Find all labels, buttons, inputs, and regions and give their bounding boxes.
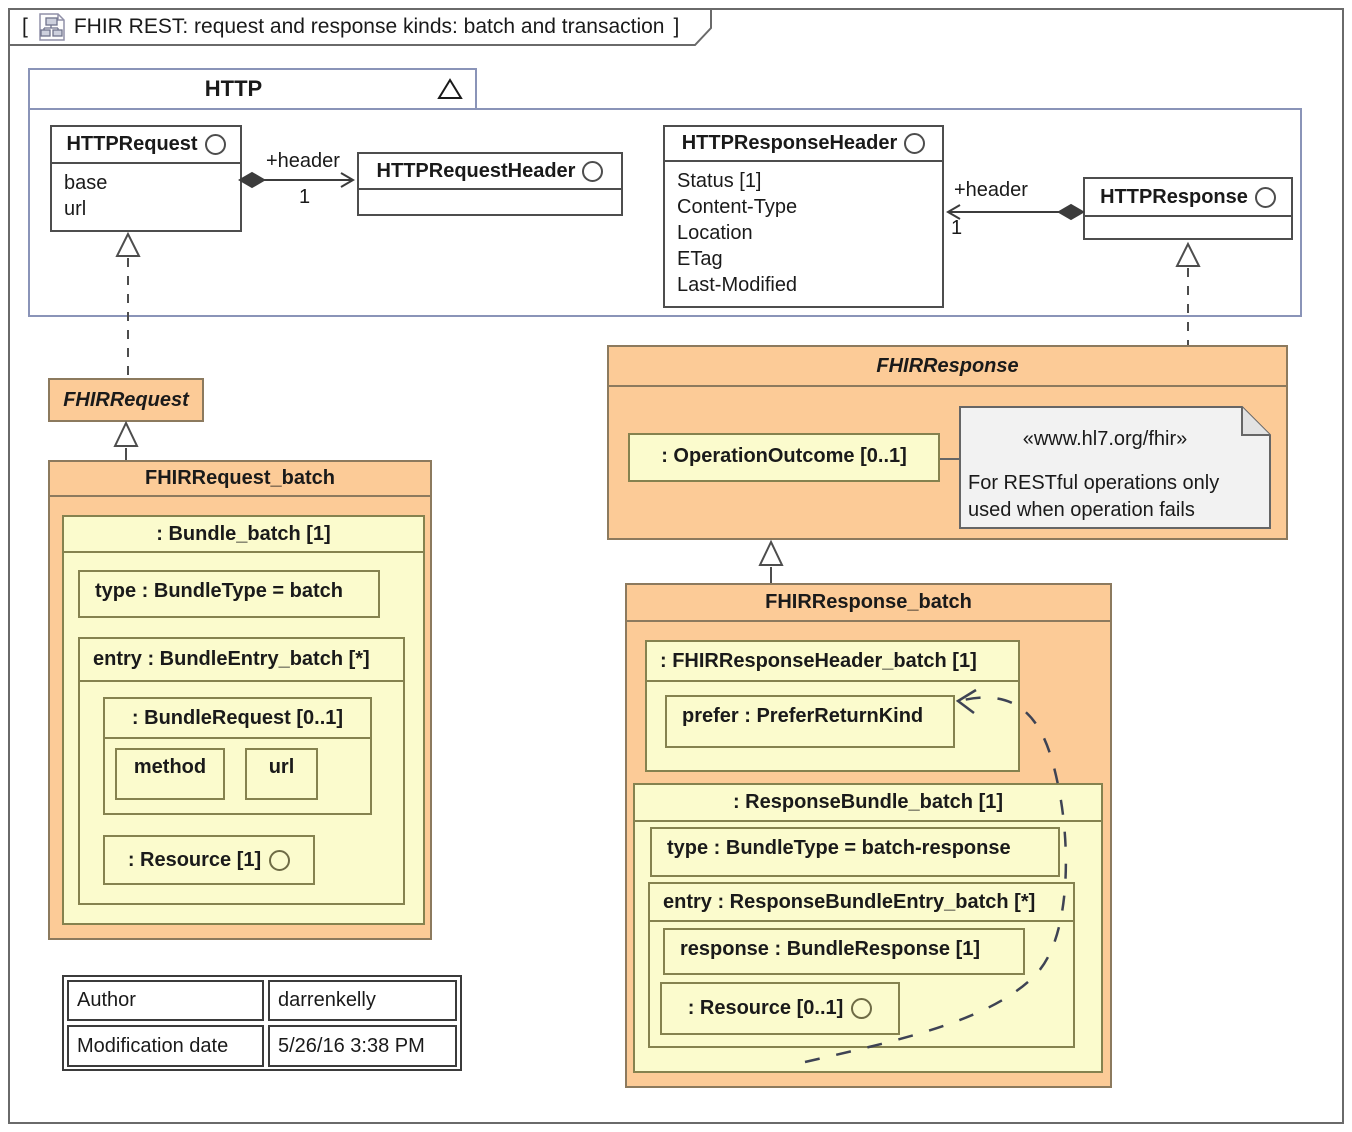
- class-httpresponseheader-attributes: Status [1] Content-Type Location ETag La…: [665, 162, 942, 298]
- part-responsebundle-type: type : BundleType = batch-response: [650, 827, 1060, 877]
- diagram-title: [ FHIR REST: request and response kinds:…: [22, 13, 679, 41]
- part-responsebundle-batch-label: : ResponseBundle_batch [1]: [635, 785, 1101, 822]
- attribute: Location: [677, 222, 753, 244]
- part-bundle-response: response : BundleResponse [1]: [663, 928, 1025, 975]
- class-httpresponseheader-title: HTTPResponseHeader: [665, 127, 942, 162]
- class-fhirrequest-name: FHIRRequest: [63, 388, 189, 411]
- part-bundle-request-label: : BundleRequest [0..1]: [105, 699, 370, 739]
- part-operation-outcome: : OperationOutcome [0..1]: [628, 433, 940, 482]
- part-prefer: prefer : PreferReturnKind: [665, 695, 955, 748]
- class-icon: [204, 134, 226, 155]
- part-method: method: [115, 748, 225, 800]
- http-package-tab: HTTP: [28, 68, 477, 110]
- assoc-role-label: +header: [266, 150, 340, 172]
- info-cell-moddate-value: 5/26/16 3:38 PM: [268, 1025, 457, 1067]
- attribute: base: [64, 172, 108, 194]
- http-package-name: HTTP: [204, 76, 263, 101]
- attribute: url: [64, 198, 87, 220]
- diagram-title-tab: [8, 8, 712, 46]
- note-text-line: For RESTful operations only: [968, 472, 1220, 494]
- class-fhirresponse-title: FHIRResponse: [609, 347, 1286, 387]
- class-httprequest-title: HTTPRequest: [52, 127, 240, 164]
- part-bundle-entry-label: entry : BundleEntry_batch [*]: [80, 639, 403, 682]
- assoc-multiplicity-label: 1: [299, 186, 311, 208]
- class-fhirresponse-batch-title: FHIRResponse_batch: [627, 585, 1110, 622]
- attribute: Content-Type: [677, 196, 798, 218]
- note-stereotype: «www.hl7.org/fhir»: [1022, 428, 1188, 450]
- resource-icon: [269, 849, 291, 871]
- part-resource-1: : Resource [1]: [103, 835, 315, 885]
- class-icon: [904, 133, 926, 154]
- class-httprequest-attributes: base url: [52, 164, 240, 222]
- class-httpresponse-title: HTTPResponse: [1085, 179, 1291, 217]
- class-fhirrequest-batch-title: FHIRRequest_batch: [50, 462, 430, 497]
- attribute: Status [1]: [677, 170, 762, 192]
- class-httprequestheader-name: HTTPRequestHeader: [376, 159, 576, 182]
- part-url: url: [245, 748, 318, 800]
- package-triangle-icon: [437, 78, 463, 99]
- class-httpresponse: HTTPResponse: [1083, 177, 1293, 240]
- part-resource-1-label: : Resource [1]: [127, 848, 262, 871]
- info-cell-moddate-key: Modification date: [67, 1025, 264, 1067]
- part-fhirresponseheader-batch-label: : FHIRResponseHeader_batch [1]: [647, 642, 1018, 682]
- class-fhirrequest: FHIRRequest: [48, 378, 204, 422]
- diagram-info-table: Author darrenkelly Modification date 5/2…: [62, 975, 462, 1071]
- assoc-multiplicity-label: 1: [951, 217, 963, 239]
- class-httpresponseheader: HTTPResponseHeader Status [1] Content-Ty…: [663, 125, 944, 308]
- part-resource-0-1-label: : Resource [0..1]: [687, 997, 844, 1019]
- class-icon: [1254, 186, 1276, 208]
- class-httprequest-name: HTTPRequest: [66, 133, 198, 155]
- info-cell-author-key: Author: [67, 980, 264, 1021]
- class-httpresponseheader-name: HTTPResponseHeader: [681, 132, 898, 154]
- class-httprequest: HTTPRequest base url: [50, 125, 242, 232]
- class-icon: [582, 160, 604, 182]
- assoc-role-label: +header: [954, 179, 1028, 201]
- part-resource-0-1: : Resource [0..1]: [660, 982, 900, 1035]
- attribute: ETag: [677, 248, 723, 270]
- part-bundle-type: type : BundleType = batch: [78, 570, 380, 618]
- resource-icon: [851, 998, 873, 1019]
- part-responsebundle-entry-label: entry : ResponseBundleEntry_batch [*]: [650, 884, 1073, 922]
- info-cell-author-value: darrenkelly: [268, 980, 457, 1021]
- diagram-title-text: FHIR REST: request and response kinds: b…: [73, 15, 665, 38]
- attribute: Last-Modified: [677, 274, 798, 296]
- class-httpresponse-name: HTTPResponse: [1100, 185, 1248, 208]
- title-open-bracket: [: [22, 15, 28, 38]
- class-httprequestheader: HTTPRequestHeader: [357, 152, 623, 216]
- diagram-kind-icon: [39, 13, 65, 41]
- class-httprequestheader-title: HTTPRequestHeader: [359, 154, 621, 190]
- part-bundle-batch-label: : Bundle_batch [1]: [64, 517, 423, 553]
- note-text-line: used when operation fails: [968, 499, 1195, 521]
- title-close-bracket: ]: [673, 15, 680, 38]
